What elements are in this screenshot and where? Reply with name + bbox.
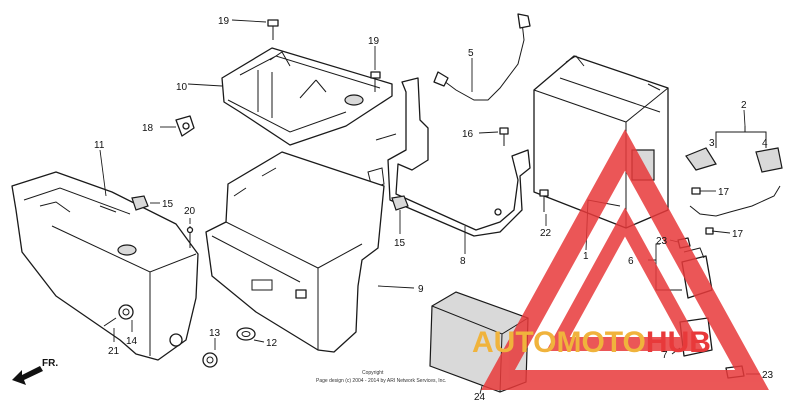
callout-20: 20 <box>184 206 196 217</box>
part-battery-cover <box>221 47 393 146</box>
callout-5: 5 <box>468 48 474 59</box>
copyright-line2: Page design (c) 2004 - 2014 by ARI Netwo… <box>316 378 446 384</box>
front-direction-arrow-icon: FR. <box>12 358 58 385</box>
callout-13: 13 <box>209 328 221 339</box>
watermark-text: AUTOMOTOHUB <box>472 326 711 359</box>
part-battery-box-9 <box>205 151 385 353</box>
part-clip-18 <box>175 115 195 137</box>
callout-11: 11 <box>94 140 105 151</box>
callout-21: 21 <box>108 346 120 357</box>
callout-15: 15 <box>394 238 406 249</box>
callout-19: 19 <box>218 16 230 27</box>
automotohub-watermark-logo <box>481 129 769 390</box>
callout-16: 16 <box>462 129 474 140</box>
callout-1: 1 <box>583 251 589 262</box>
callout-3: 3 <box>709 138 715 149</box>
svg-text:AUTOMOTOHUB: AUTOMOTOHUB <box>472 326 711 359</box>
callout-labels: 19 19 10 5 18 16 2 3 4 11 15 15 20 17 17… <box>94 16 774 403</box>
callout-23: 23 <box>762 370 774 381</box>
part-grommet-14 <box>118 304 134 320</box>
part-pin-21 <box>103 317 117 327</box>
part-bolt-13 <box>202 352 218 368</box>
callout-23: 23 <box>656 236 668 247</box>
callout-8: 8 <box>460 256 466 267</box>
callout-24: 24 <box>474 392 486 403</box>
part-grommet-15b <box>391 195 409 211</box>
callout-22: 22 <box>540 228 552 239</box>
callout-2: 2 <box>741 100 747 111</box>
callout-10: 10 <box>176 82 188 93</box>
front-label: FR. <box>42 358 58 369</box>
watermark-text-part1: AUTOMOTO <box>472 326 646 359</box>
part-grommet-12 <box>236 327 256 341</box>
part-bracket-8 <box>367 77 531 237</box>
watermark-text-part2: HUB <box>646 326 711 359</box>
callout-4: 4 <box>762 138 768 149</box>
part-side-cover-11 <box>11 171 199 361</box>
callout-7: 7 <box>662 350 668 361</box>
callout-17: 17 <box>718 187 730 198</box>
part-cable-2 <box>685 126 783 217</box>
part-cable-5 <box>433 13 531 101</box>
callout-9: 9 <box>418 284 424 295</box>
part-grommet-15a <box>131 195 149 211</box>
part-bolt-22 <box>539 189 549 212</box>
part-bolt-19-top <box>267 19 279 40</box>
part-bolt-17b <box>705 227 714 235</box>
callout-17: 17 <box>732 229 744 240</box>
callout-14: 14 <box>126 336 138 347</box>
callout-12: 12 <box>266 338 278 349</box>
part-bolt-19-right <box>370 71 381 92</box>
part-screw-20 <box>186 226 194 248</box>
copyright-line1: Copyright <box>362 370 384 376</box>
callout-15: 15 <box>162 199 174 210</box>
callout-6: 6 <box>628 256 634 267</box>
part-bolt-16 <box>499 127 509 146</box>
callout-18: 18 <box>142 123 154 134</box>
callout-19: 19 <box>368 36 380 47</box>
part-bolt-17a <box>691 187 701 195</box>
